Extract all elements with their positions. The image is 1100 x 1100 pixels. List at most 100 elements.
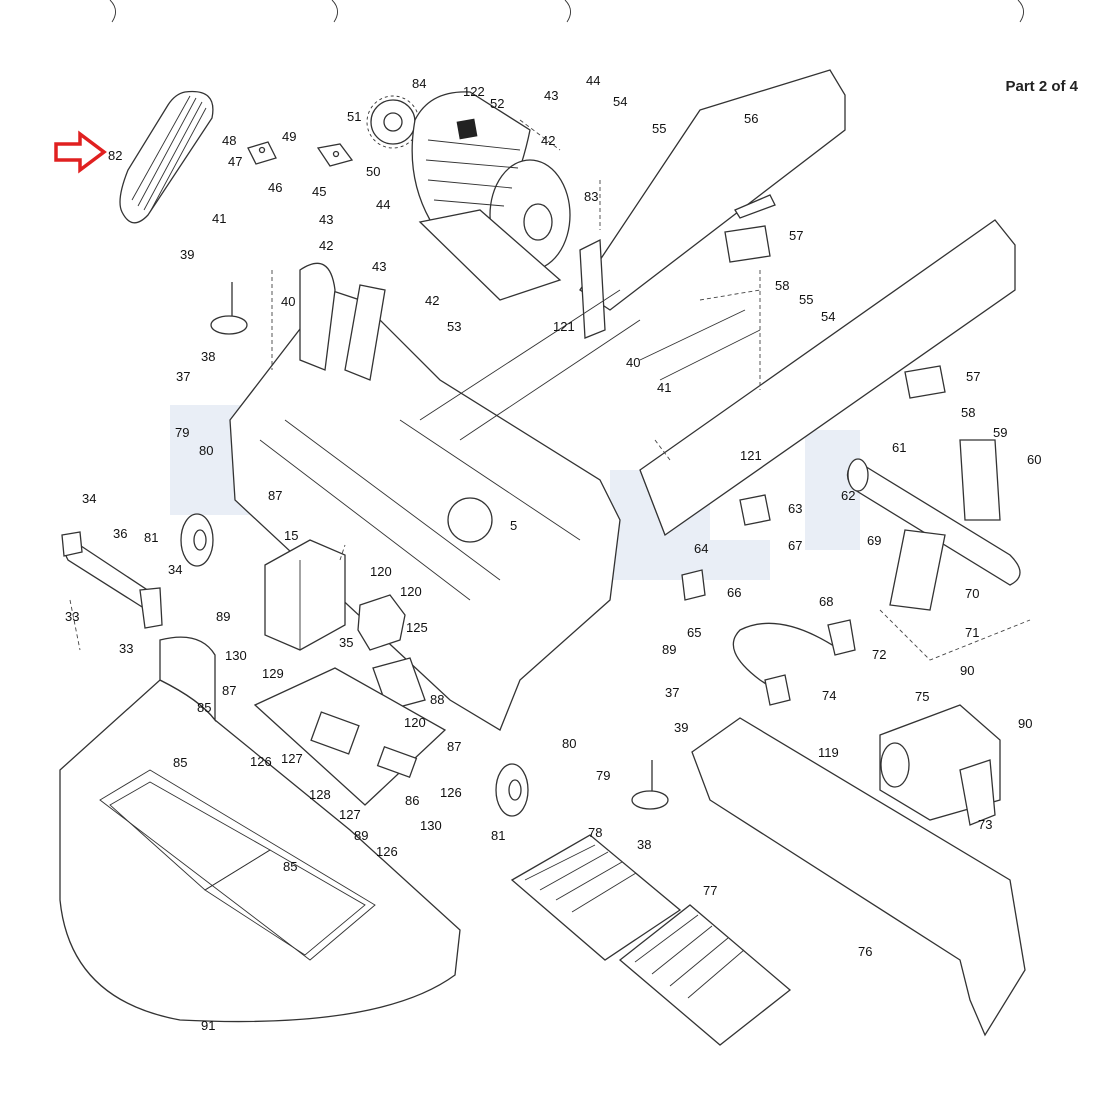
choke-125 [357,594,406,651]
callout-50: 50 [366,164,380,179]
callout-61: 61 [892,440,906,455]
callout-62: 62 [841,488,855,503]
callout-119: 119 [818,745,839,760]
callout-121a: 121 [553,319,575,334]
callout-49: 49 [282,129,296,144]
callout-87c: 87 [447,739,461,754]
callout-120a: 120 [370,564,392,579]
callout-39a: 39 [180,247,194,262]
callout-84: 84 [412,76,426,91]
highlight-arrow-icon [54,130,107,174]
callout-34a: 34 [82,491,96,506]
callout-33a: 33 [65,609,79,624]
callout-74: 74 [822,688,836,703]
callout-40a: 40 [281,294,295,309]
breaker-63 [739,494,771,526]
callout-82: 82 [108,148,122,163]
callout-63: 63 [788,501,802,516]
callout-86: 86 [405,793,419,808]
foot-rail-78 [510,834,682,961]
switch-65 [681,569,706,601]
callout-53: 53 [447,319,461,334]
callout-120c: 120 [404,715,426,730]
callout-38b: 38 [637,837,651,852]
power-cord [732,619,856,706]
callout-129: 129 [262,666,284,681]
callout-121b: 121 [740,448,762,463]
callout-75: 75 [915,689,929,704]
callout-130a: 130 [225,648,247,663]
callout-59: 59 [993,425,1007,440]
callout-54b: 54 [821,309,835,324]
callout-81b: 81 [491,828,505,843]
callout-39b: 39 [674,720,688,735]
callout-37a: 37 [176,369,190,384]
callout-126c: 126 [376,844,398,859]
callout-43a: 43 [544,88,558,103]
page-edge-marks [109,0,1024,23]
callout-87a: 87 [268,488,282,503]
callout-85c: 85 [283,859,297,874]
callout-60: 60 [1027,452,1041,467]
callout-87b: 87 [222,683,236,698]
callout-43c: 43 [372,259,386,274]
fastener-group-46-50 [247,141,354,167]
callout-67: 67 [788,538,802,553]
callout-128: 128 [309,787,331,802]
callout-43b: 43 [319,212,333,227]
callout-41a: 41 [212,211,226,226]
callout-79b: 79 [596,768,610,783]
callout-80b: 80 [562,736,576,751]
callout-125: 125 [406,620,428,635]
callout-51: 51 [347,109,361,124]
callout-90b: 90 [1018,716,1032,731]
callout-36: 36 [113,526,127,541]
callout-38a: 38 [201,349,215,364]
callout-70: 70 [965,586,979,601]
transformer-box [264,539,346,651]
callout-69: 69 [867,533,881,548]
callout-126b: 126 [440,785,462,800]
incline-arm [889,439,1001,611]
bracket-57-upper [724,225,771,263]
callout-44a: 44 [586,73,600,88]
wheel-81-bottom [495,763,529,817]
callout-90a: 90 [960,663,974,678]
callout-42c: 42 [425,293,439,308]
callout-52: 52 [490,96,504,111]
callout-78: 78 [588,825,602,840]
callout-85b: 85 [173,755,187,770]
callout-58a: 58 [775,278,789,293]
callout-56: 56 [744,111,758,126]
callout-37b: 37 [665,685,679,700]
callout-41b: 41 [657,380,671,395]
callout-47: 47 [228,154,242,169]
callout-35: 35 [339,635,353,650]
callout-48: 48 [222,133,236,148]
sprocket-wheel [366,95,420,149]
assembly-leader-lines [69,119,1031,661]
main-frame [229,238,761,731]
callout-89c: 89 [354,828,368,843]
callout-91: 91 [201,1018,215,1033]
callout-122: 122 [463,84,485,99]
callout-85a: 85 [197,700,211,715]
callout-79a: 79 [175,425,189,440]
leveling-foot-38-lower [631,760,669,810]
callout-127b: 127 [339,807,361,822]
callout-88: 88 [430,692,444,707]
callout-73: 73 [978,817,992,832]
callout-65: 65 [687,625,701,640]
callout-40b: 40 [626,355,640,370]
callout-15: 15 [284,528,298,543]
callout-76: 76 [858,944,872,959]
callout-34b: 34 [168,562,182,577]
callout-45: 45 [312,184,326,199]
callout-126a: 126 [250,754,272,769]
drive-motor [411,91,571,301]
callout-5: 5 [510,518,517,533]
callout-120b: 120 [400,584,422,599]
callout-127a: 127 [281,751,303,766]
